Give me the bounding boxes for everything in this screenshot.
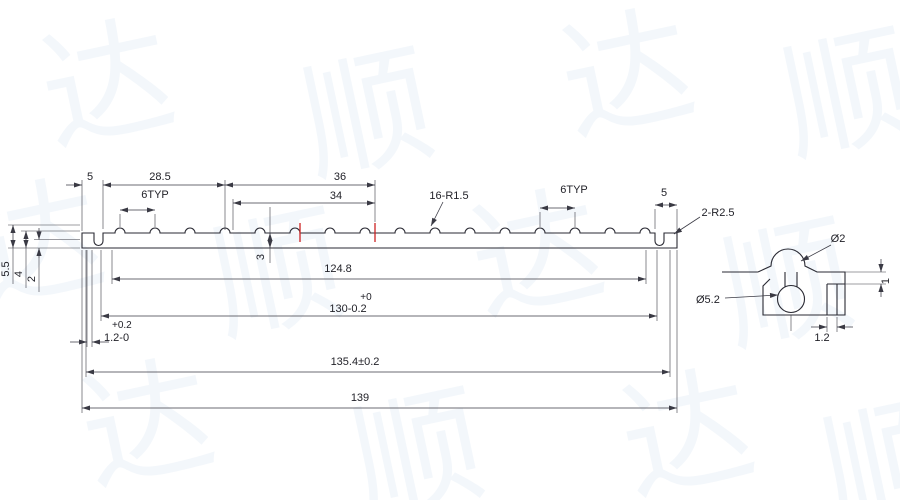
dim-label-28-5: 28.5	[149, 171, 170, 183]
dim-label-5-5: 5.5	[0, 261, 12, 276]
dim-label-6typ-left: 6TYP	[141, 189, 169, 201]
dim-label-36: 36	[334, 171, 346, 183]
detail-screw-hole	[776, 284, 806, 314]
end-detail-view: Ø2 Ø5.2 1 1.2	[696, 233, 892, 344]
dim-label-1: 1	[880, 278, 892, 284]
top-dimensions: 5 28.5 36 34 6TYP 16-R1.5 6TYP	[66, 171, 735, 235]
dim-label-5-right: 5	[661, 187, 667, 199]
dim-label-139: 139	[351, 392, 369, 404]
detail-outline	[757, 248, 846, 316]
dim-label-135-4: 135.4±0.2	[331, 356, 380, 368]
leader-dia5-2	[724, 292, 779, 299]
dim-label-4: 4	[13, 271, 25, 277]
dim-label-16-r1-5: 16-R1.5	[429, 190, 468, 202]
dim-label-6typ-right: 6TYP	[560, 184, 588, 196]
dim-label-124-8: 124.8	[324, 263, 352, 275]
dim-label-1-2: 1.2-0	[104, 332, 129, 344]
profile-outline	[81, 227, 678, 249]
dim-label-5-left: 5	[87, 171, 93, 183]
leader-dia2	[800, 244, 832, 262]
dim-label-34: 34	[330, 190, 342, 202]
dim-label-2-r2-5: 2-R2.5	[701, 207, 734, 219]
dim-label-2: 2	[26, 276, 38, 282]
dim-label-3: 3	[255, 254, 267, 260]
dim-tol-1-2-upper: +0.2	[112, 320, 132, 331]
dim-label-1-2-detail: 1.2	[814, 332, 829, 344]
main-profile-view	[81, 223, 678, 249]
leader-16-r1-5	[430, 201, 444, 227]
dim-label-dia2: Ø2	[831, 233, 846, 245]
left-dimensions: 5.5 4 2	[0, 224, 80, 292]
dim-tol-130-upper: +0	[360, 292, 372, 303]
leader-2-r2-5	[673, 216, 701, 235]
mid-dimension-3: 3	[255, 207, 273, 263]
dim-label-dia5-2: Ø5.2	[696, 294, 720, 306]
bottom-dimensions: 124.8 +0 130-0.2 +0.2 1.2-0 135.4±0.2 13…	[70, 250, 678, 413]
dim-label-130: 130-0.2	[329, 303, 366, 315]
